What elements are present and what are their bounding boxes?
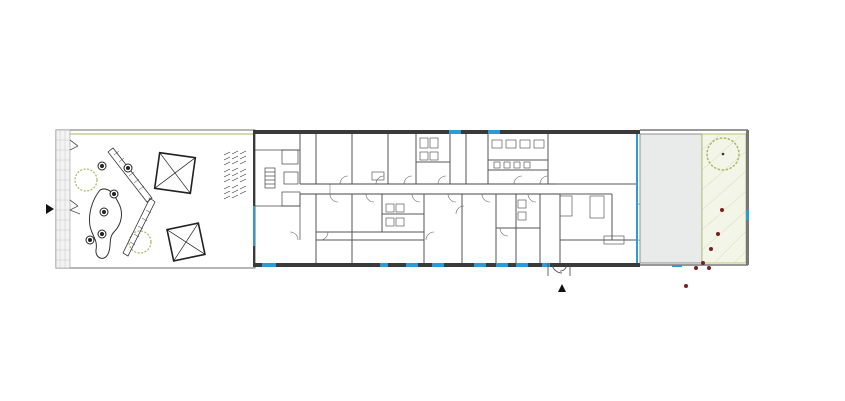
triangle-up-icon — [558, 284, 566, 292]
interior-walls-upper — [299, 134, 549, 184]
corridor-walls — [300, 183, 560, 195]
windows-bottom — [262, 263, 550, 267]
gate-swing-top — [69, 139, 79, 151]
courtyard-boundary — [55, 129, 256, 269]
gate-swing-mid — [69, 209, 81, 215]
building-outer-wall-top — [253, 130, 640, 134]
garden-tree-center — [721, 152, 725, 156]
pyramid-shelter-top — [153, 151, 197, 195]
interior-walls-lower — [315, 194, 541, 263]
courtyard-right-wall — [746, 130, 749, 265]
building-outer-wall-bottom — [253, 263, 640, 267]
main-building — [253, 130, 649, 276]
stairwell — [255, 149, 301, 240]
courtyard-gate — [746, 210, 749, 220]
bicycle-rack — [223, 150, 247, 200]
pyramid-shelter-bottom — [166, 222, 206, 262]
bush-circle — [128, 230, 152, 254]
play-posts — [85, 161, 133, 245]
windows-top — [449, 130, 500, 134]
bush-circle — [74, 168, 98, 192]
beam-rungs — [113, 150, 152, 246]
building-outer-wall-right — [636, 134, 638, 263]
sandbox-shape — [89, 188, 122, 259]
left-courtyard — [55, 129, 256, 269]
entrance-glass-left — [253, 206, 255, 246]
triangle-right-icon — [46, 204, 54, 214]
paved-courtyard — [639, 133, 703, 264]
right-rooms — [556, 183, 636, 263]
hatch-lines — [56, 130, 70, 268]
gate-swing-bottom — [69, 199, 79, 211]
bottom-entrance — [547, 262, 571, 276]
door-swings — [289, 175, 549, 241]
hatched-strip — [55, 129, 71, 269]
building-outer-wall-left — [253, 130, 255, 267]
small-window-courtyard — [672, 265, 682, 267]
restroom-fixtures — [371, 137, 625, 245]
right-courtyard — [639, 129, 749, 288]
tree-dot-icons — [684, 208, 724, 288]
garden-tree-circle — [706, 137, 740, 171]
balance-beam — [107, 147, 156, 257]
